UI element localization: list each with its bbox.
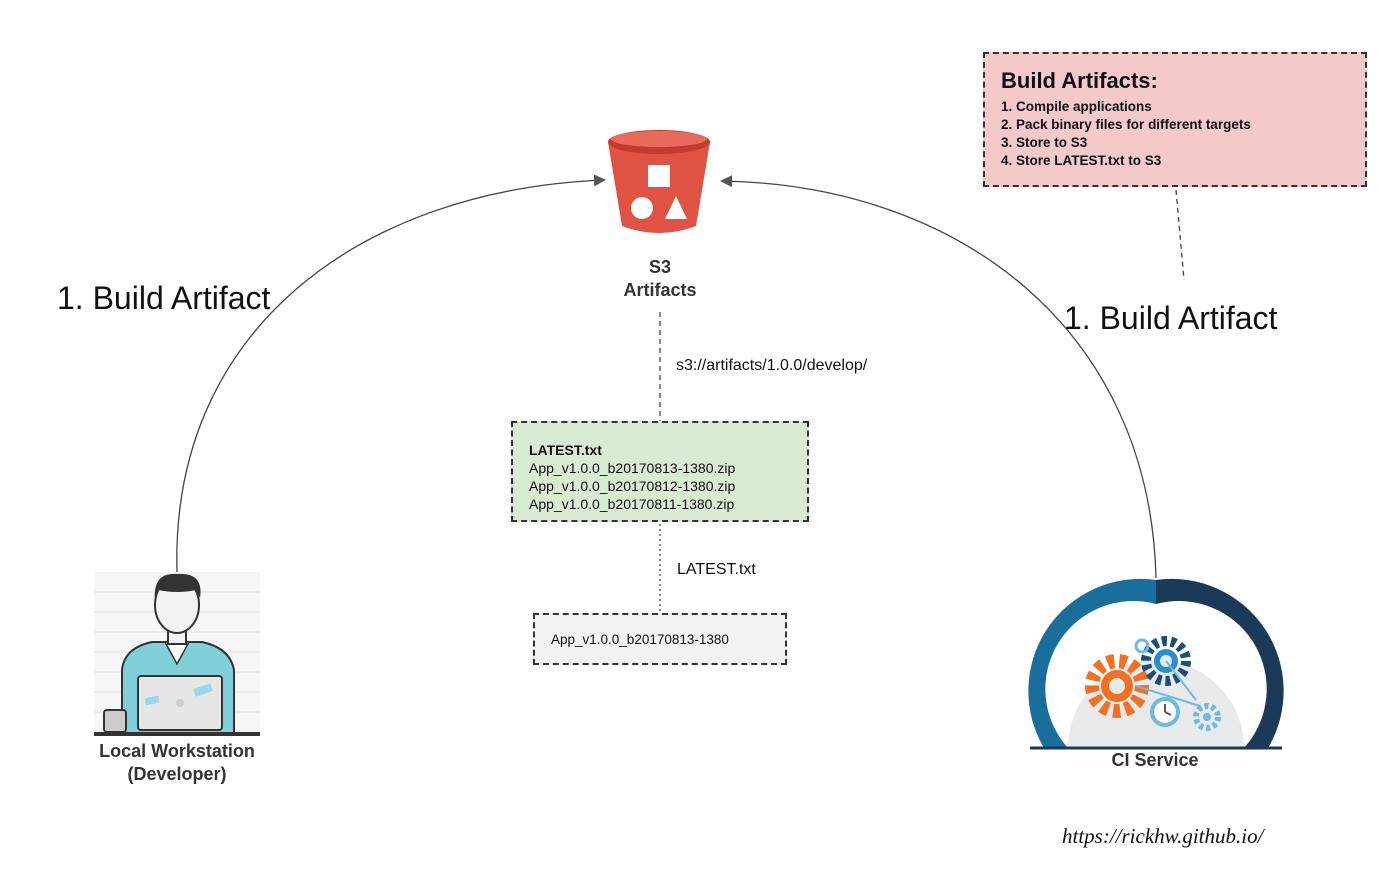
connector-notes bbox=[1175, 189, 1185, 281]
build-steps-note: Build Artifacts: 1. Compile applications… bbox=[983, 52, 1367, 187]
note-step: 4. Store LATEST.txt to S3 bbox=[1001, 153, 1162, 168]
s3-label-line1: S3 bbox=[648, 257, 672, 277]
edge-developer-to-s3 bbox=[176, 174, 606, 573]
left-edge-label: 1. Build Artifact bbox=[57, 280, 271, 316]
developer-node-label: Local Workstation (Developer) bbox=[77, 740, 277, 786]
latest-edge-label: LATEST.txt bbox=[677, 561, 756, 578]
developer-icon bbox=[94, 572, 260, 736]
note-step: 2. Pack binary files for different targe… bbox=[1001, 117, 1251, 132]
s3-node-label: S3 Artifacts bbox=[600, 256, 720, 302]
file-item: App_v1.0.0_b20170811-1380.zip bbox=[529, 496, 735, 512]
ci-node-label: CI Service bbox=[1111, 750, 1199, 770]
right-edge-label: 1. Build Artifact bbox=[1064, 300, 1278, 336]
ci-service-icon bbox=[1028, 578, 1284, 750]
note-step: 3. Store to S3 bbox=[1001, 135, 1088, 150]
edge-ci-to-s3 bbox=[720, 175, 1157, 579]
files-list: App_v1.0.0_b20170813-1380.zip App_v1.0.0… bbox=[529, 459, 791, 513]
artifact-files-box: LATEST.txt App_v1.0.0_b20170813-1380.zip… bbox=[511, 421, 809, 522]
note-step: 1. Compile applications bbox=[1001, 99, 1152, 114]
notes-list: 1. Compile applications 2. Pack binary f… bbox=[1001, 98, 1349, 170]
footer-url: https://rickhw.github.io/ bbox=[1062, 824, 1264, 848]
file-item: App_v1.0.0_b20170812-1380.zip bbox=[529, 478, 736, 494]
latest-content-box: App_v1.0.0_b20170813-1380 bbox=[533, 613, 787, 665]
latest-content: App_v1.0.0_b20170813-1380 bbox=[551, 632, 729, 647]
files-header: LATEST.txt bbox=[529, 442, 602, 458]
developer-label-line2: (Developer) bbox=[127, 764, 227, 784]
s3-label-line2: Artifacts bbox=[623, 280, 697, 300]
notes-title: Build Artifacts: bbox=[1001, 68, 1158, 93]
s3-bucket-icon bbox=[608, 130, 710, 233]
file-item: App_v1.0.0_b20170813-1380.zip bbox=[529, 460, 736, 476]
s3-path-label: s3://artifacts/1.0.0/develop/ bbox=[676, 357, 868, 374]
developer-label-line1: Local Workstation bbox=[99, 741, 255, 761]
